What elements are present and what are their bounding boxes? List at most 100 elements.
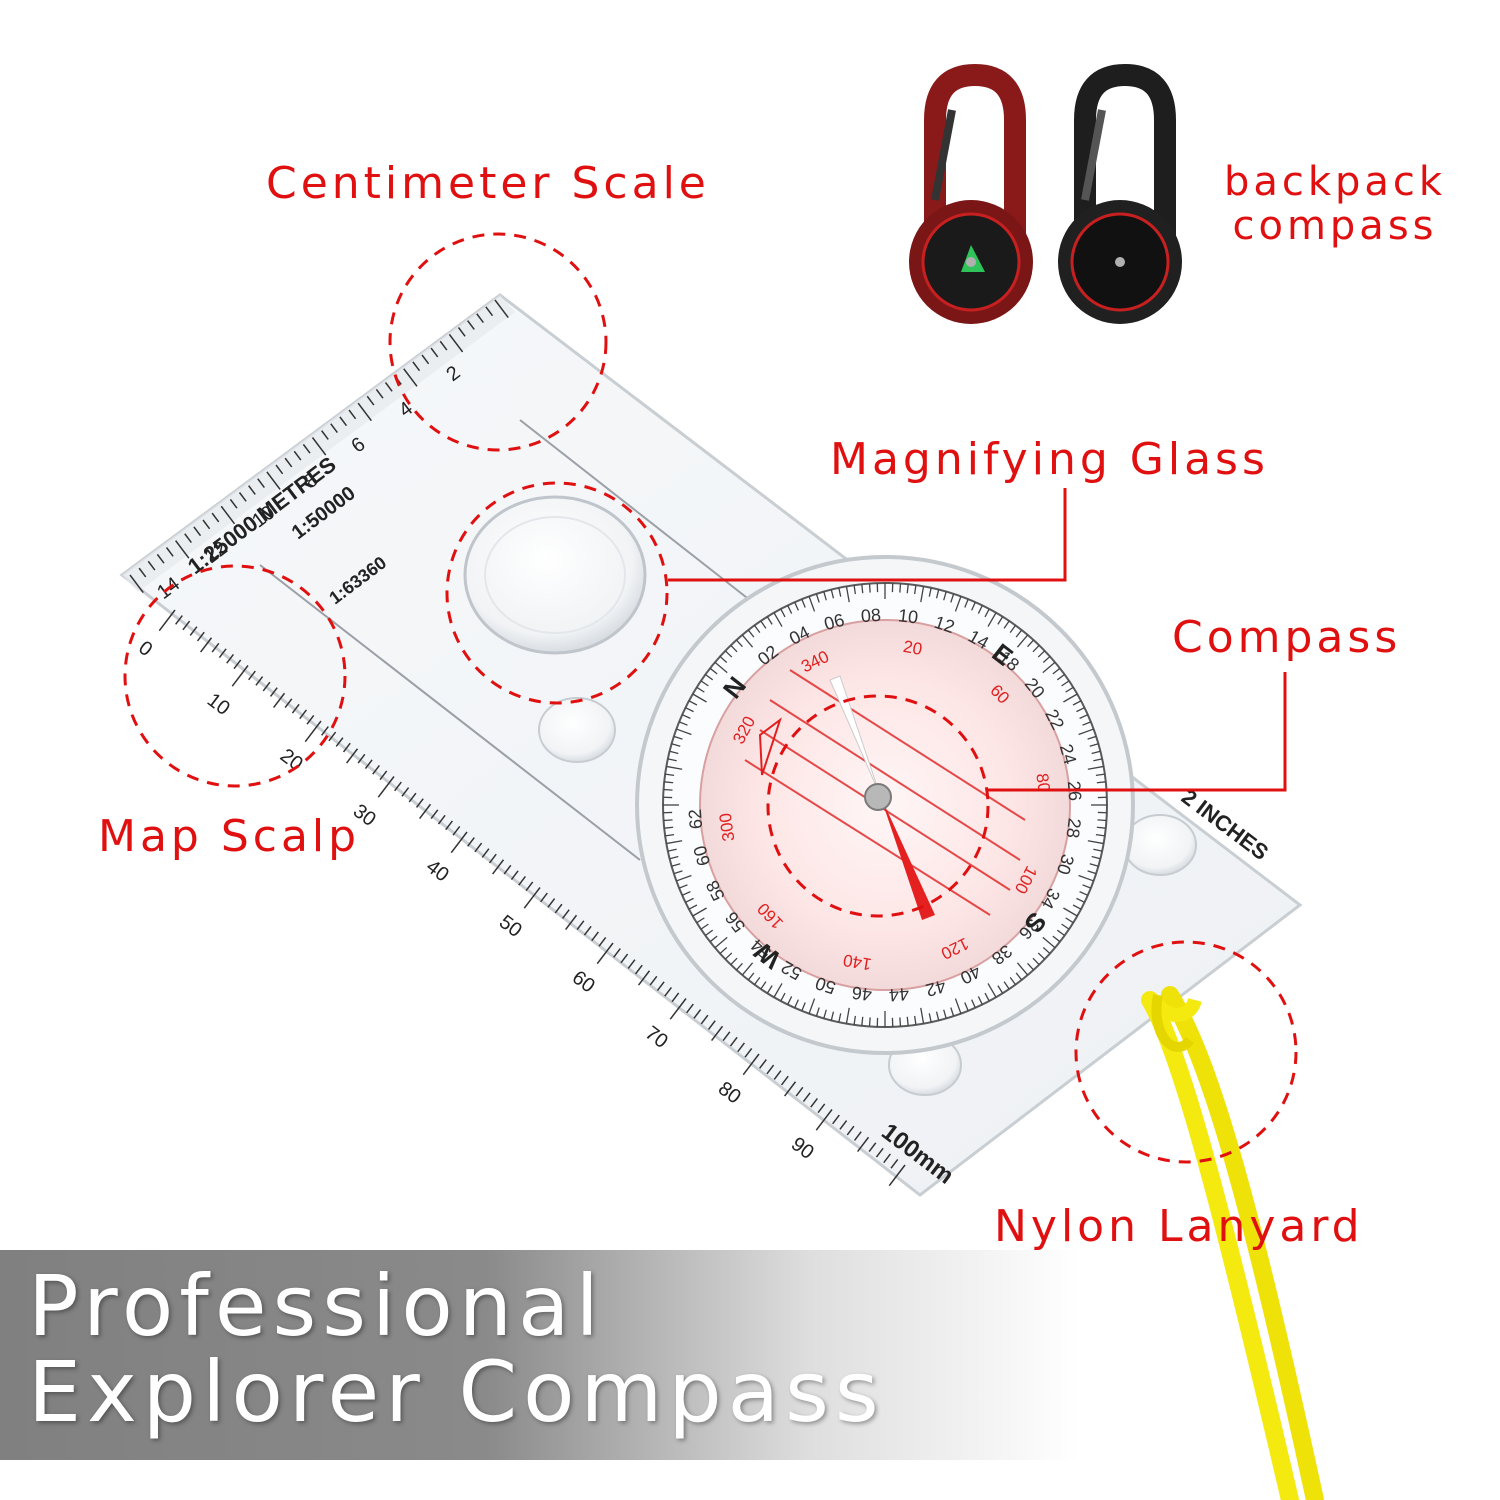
mm-tick (540, 892, 548, 903)
bezel-tick (1096, 826, 1106, 829)
bezel-tick (1065, 917, 1074, 924)
bezel-tick (1093, 758, 1103, 762)
bezel-tick (1065, 686, 1074, 693)
magnifying-glass-label: Magnifying Glass (830, 434, 1269, 485)
centimeter-callout-circle (388, 232, 608, 452)
bezel-tick (685, 707, 694, 713)
mm-tick (613, 948, 621, 958)
bezel-tick (853, 1015, 856, 1025)
mm-tick-label: 70 (641, 1022, 672, 1053)
bezel-number: 08 (860, 605, 881, 626)
bezel-tick (971, 999, 976, 1009)
mm-tick (452, 825, 461, 836)
bezel-tick (1032, 957, 1040, 966)
mm-tick (853, 1131, 862, 1141)
bezel-tick (984, 992, 990, 1002)
magnifying-callout-circle (445, 481, 669, 705)
bezel-number: 46 (851, 982, 873, 1004)
bezel-tick (700, 680, 709, 687)
cm-tick (193, 526, 202, 537)
bezel-tick (935, 1011, 940, 1021)
cm-tick (202, 519, 211, 530)
bezel-tick (1087, 840, 1104, 845)
bezel-tick (663, 819, 673, 822)
mm-tick (802, 1092, 811, 1103)
bezel-tick (1087, 765, 1104, 770)
bezel-tick (853, 585, 856, 595)
cm-tick (220, 505, 236, 525)
bezel-tick (1097, 819, 1107, 822)
bezel-tick (666, 765, 683, 770)
inner-degree-number: 140 (842, 950, 873, 974)
mm-tick (175, 615, 183, 625)
mm-tick (377, 776, 395, 798)
mm-tick (839, 1120, 848, 1130)
mm-tick (211, 642, 220, 653)
bezel-tick (692, 693, 707, 703)
bezel-tick (1037, 650, 1046, 658)
backpack-compass-label: backpack compass (1195, 160, 1475, 248)
mm-tick (832, 1114, 840, 1125)
mm-tick (328, 731, 337, 742)
mm-tick-label: 60 (568, 967, 599, 998)
cm-tick (284, 457, 293, 468)
bezel-tick (794, 601, 799, 611)
mm-tick-label: 40 (422, 856, 453, 887)
bezel-number: 62 (685, 808, 706, 829)
bezel-tick (678, 721, 688, 726)
compass-needle (829, 675, 935, 920)
bezel-tick (688, 700, 698, 706)
cm-tick (211, 512, 220, 523)
bezel-tick (1072, 700, 1082, 706)
carabiner-red (909, 63, 1033, 324)
cm-tick (266, 471, 281, 490)
mm-tick (561, 909, 570, 919)
mm-tick (342, 742, 351, 753)
carabiner-black (1058, 63, 1182, 324)
cm-tick (147, 560, 156, 571)
bezel-tick (780, 608, 786, 618)
cm-tick (457, 327, 466, 337)
bezel-tick (730, 644, 738, 653)
bezel-tick (669, 855, 679, 860)
bezel-tick (766, 616, 773, 625)
bezel-tick (794, 999, 799, 1009)
mm-tick (364, 759, 373, 770)
bezel-tick (1016, 962, 1029, 976)
mm-tick (846, 1125, 855, 1136)
mm-tick (299, 709, 307, 720)
bezel-tick (787, 996, 793, 1005)
cm-tick (375, 388, 384, 399)
bezel-tick (730, 957, 738, 966)
bezel-tick (719, 655, 728, 663)
bezel-tick (700, 923, 709, 930)
bezel-tick (663, 788, 673, 791)
bezel-tick (1027, 639, 1035, 648)
mm-tick (321, 726, 329, 736)
mm-tick (857, 1136, 870, 1153)
bezel-tick (696, 686, 705, 693)
bezel-tick (705, 929, 714, 937)
bezel-tick (943, 591, 947, 601)
cm-tick (485, 306, 494, 317)
bezel-tick (714, 936, 728, 949)
mm-tick (248, 670, 256, 681)
bezel-tick (1079, 891, 1089, 896)
mm-tick (255, 676, 264, 686)
bezel-tick (1052, 935, 1061, 943)
bezel-tick (1095, 773, 1105, 776)
inner-degree-number: 300 (716, 812, 739, 843)
bezel-tick (971, 601, 976, 611)
mm-tick (523, 887, 541, 909)
bezel-tick (1089, 863, 1099, 867)
bezel-tick (801, 1002, 806, 1012)
mm-tick (346, 748, 359, 764)
bezel-tick (808, 596, 816, 612)
mm-tick (620, 953, 629, 964)
bezel-tick (1087, 735, 1097, 740)
mm-tick (773, 1070, 782, 1080)
mm-tick (596, 942, 614, 965)
bezel-tick (1096, 781, 1106, 784)
bezel-tick (845, 586, 850, 603)
